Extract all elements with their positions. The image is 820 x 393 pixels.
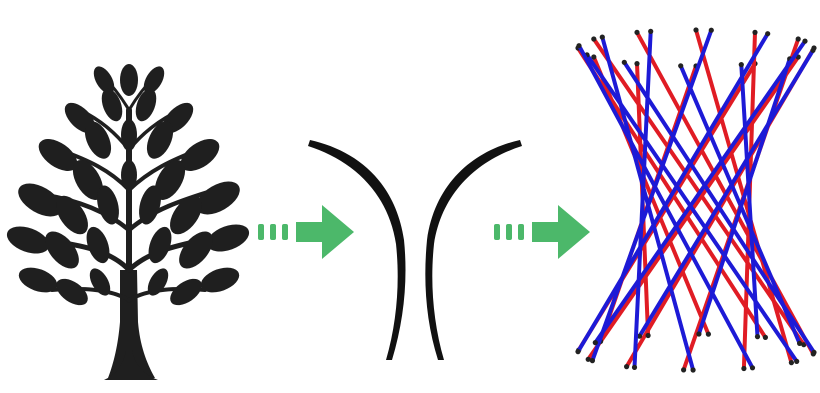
hyperboloid-rod-counterclockwise bbox=[622, 60, 816, 355]
rod-end-node bbox=[636, 333, 643, 339]
rod-end-node bbox=[591, 36, 597, 42]
rod-end-node bbox=[797, 340, 803, 346]
tree-root bbox=[104, 350, 158, 380]
rod-end-node bbox=[738, 62, 744, 68]
hyperboloid-rod-counterclockwise bbox=[637, 48, 815, 339]
rod-end-node bbox=[591, 54, 597, 60]
hyperboloid-rod-structure-icon bbox=[575, 27, 817, 373]
rod-end-node bbox=[765, 31, 771, 37]
rod-end-node bbox=[801, 342, 807, 348]
rod-end-node bbox=[621, 59, 627, 65]
rod-end-node bbox=[788, 360, 795, 366]
rod-end-node bbox=[795, 36, 801, 42]
rod-end-node bbox=[693, 27, 699, 33]
rod-end-node bbox=[624, 364, 630, 370]
right-arrow-icon bbox=[258, 205, 354, 259]
rod-end-node bbox=[762, 334, 769, 340]
tree-leaves bbox=[6, 64, 250, 306]
rod-end-node bbox=[802, 38, 808, 44]
hyperboloid-rod-counterclockwise bbox=[590, 28, 714, 363]
rod-end-node bbox=[754, 334, 761, 340]
tree-trunk bbox=[108, 270, 155, 378]
rod-end-node bbox=[810, 47, 816, 53]
rod-end-node bbox=[634, 29, 640, 35]
rod-end-node bbox=[741, 365, 747, 372]
right-profile-curve bbox=[425, 140, 522, 360]
hyperboloid-rod-counterclockwise bbox=[576, 31, 770, 354]
tree-silhouette-icon bbox=[6, 64, 250, 380]
left-profile-curve bbox=[308, 140, 406, 360]
rod-end-node bbox=[645, 332, 651, 339]
rod-end-node bbox=[631, 364, 638, 370]
rod-end-node bbox=[592, 340, 598, 346]
rod-end-node bbox=[589, 358, 596, 364]
rod-end-node bbox=[681, 367, 687, 373]
rod-end-node bbox=[696, 331, 702, 337]
rod-end-node bbox=[690, 367, 696, 373]
rod-end-node bbox=[708, 27, 714, 33]
hyperboloid-rod-counterclockwise bbox=[739, 62, 760, 339]
rod-end-node bbox=[576, 43, 582, 49]
rod-end-node bbox=[752, 29, 758, 35]
hyperbolic-profile-curves-icon bbox=[308, 140, 522, 360]
rod-end-node bbox=[648, 28, 654, 34]
rod-end-node bbox=[705, 331, 712, 337]
hyperboloid-rod-counterclockwise bbox=[593, 39, 807, 345]
rod-end-node bbox=[749, 365, 756, 371]
rod-end-node bbox=[678, 63, 684, 69]
rod-end-node bbox=[634, 61, 640, 67]
rod-end-node bbox=[811, 349, 817, 355]
hyperboloid-rod-counterclockwise bbox=[632, 29, 653, 370]
rod-end-node bbox=[794, 358, 800, 364]
hyperboloid-rod-counterclockwise bbox=[696, 56, 792, 336]
rod-end-node bbox=[585, 356, 591, 362]
right-arrow-icon bbox=[494, 205, 590, 259]
rod-end-node bbox=[575, 349, 581, 355]
rod-end-node bbox=[599, 34, 605, 40]
